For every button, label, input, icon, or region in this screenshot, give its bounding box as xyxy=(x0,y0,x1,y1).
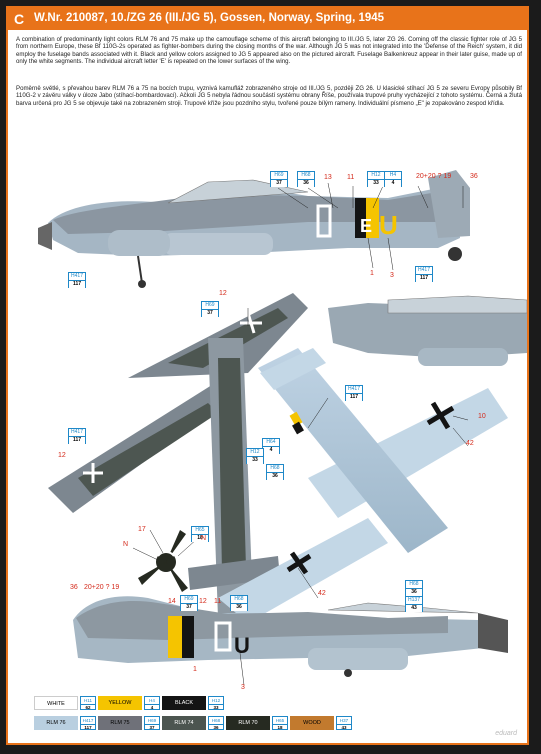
profile-letter: C xyxy=(14,11,25,27)
svg-text:U: U xyxy=(379,210,398,240)
propeller-spinner xyxy=(138,530,188,592)
svg-text:E: E xyxy=(360,216,372,236)
legend-swatch-wood: WOOD xyxy=(290,716,334,730)
callout-number: 17 xyxy=(138,526,146,533)
callout-number: 36 xyxy=(70,584,78,591)
callout-number: 13 xyxy=(324,174,332,181)
upper-plan-view xyxy=(48,293,308,618)
callout-number: 3 xyxy=(241,684,245,691)
legend-swatch-rlm74: RLM 74 xyxy=(162,716,206,730)
description-czech: Poměrně světlé, s převahou barev RLM 76 … xyxy=(16,85,522,107)
side-profile-top: U E xyxy=(38,170,470,288)
callout-number: 1 xyxy=(370,270,374,277)
callout-number: 36 xyxy=(470,173,478,180)
callout-number: 12 xyxy=(199,598,207,605)
callout-number: 14 xyxy=(168,598,176,605)
publisher-logo: eduard xyxy=(495,730,517,737)
leader-lines xyxy=(132,182,469,686)
side-profile-bottom: U xyxy=(73,596,508,677)
legend-swatch-rlm70: RLM 70 xyxy=(226,716,270,730)
legend-swatch-black: BLACK xyxy=(162,696,206,710)
profile-title: W.Nr. 210087, 10./ZG 26 (III./JG 5), Gos… xyxy=(34,12,385,24)
callout-number: 3 xyxy=(390,272,394,279)
legend-swatch-white: WHITE xyxy=(34,696,78,710)
callout-number: 42 xyxy=(466,440,474,447)
callout-number: N xyxy=(201,535,207,542)
callout-number: 1 xyxy=(193,666,197,673)
camouflage-sheet: C W.Nr. 210087, 10./ZG 26 (III./JG 5), G… xyxy=(6,6,529,745)
lower-plan-view xyxy=(218,348,508,623)
svg-text:U: U xyxy=(234,633,250,658)
callout-number: 20+20 ? 19 xyxy=(416,173,452,180)
callout-number: N xyxy=(123,541,129,548)
callout-number: 11 xyxy=(214,598,222,605)
aircraft-drawings: U E xyxy=(38,170,527,686)
legend-swatch-rlm75: RLM 75 xyxy=(98,716,142,730)
callout-number: 12 xyxy=(219,290,227,297)
callout-number: 11 xyxy=(347,174,355,181)
callout-number: 10 xyxy=(478,413,486,420)
callout-number: 12 xyxy=(58,452,66,459)
legend-swatch-yellow: YELLOW xyxy=(98,696,142,710)
sheet-header: C W.Nr. 210087, 10./ZG 26 (III./JG 5), G… xyxy=(8,8,527,30)
callout-number: 42 xyxy=(318,590,326,597)
legend-swatch-rlm76: RLM 76 xyxy=(34,716,78,730)
callout-number: 20+20 ? 19 xyxy=(84,584,120,591)
side-profile-right-fragment xyxy=(328,295,527,366)
description-english: A combination of predominantly light col… xyxy=(16,36,522,66)
